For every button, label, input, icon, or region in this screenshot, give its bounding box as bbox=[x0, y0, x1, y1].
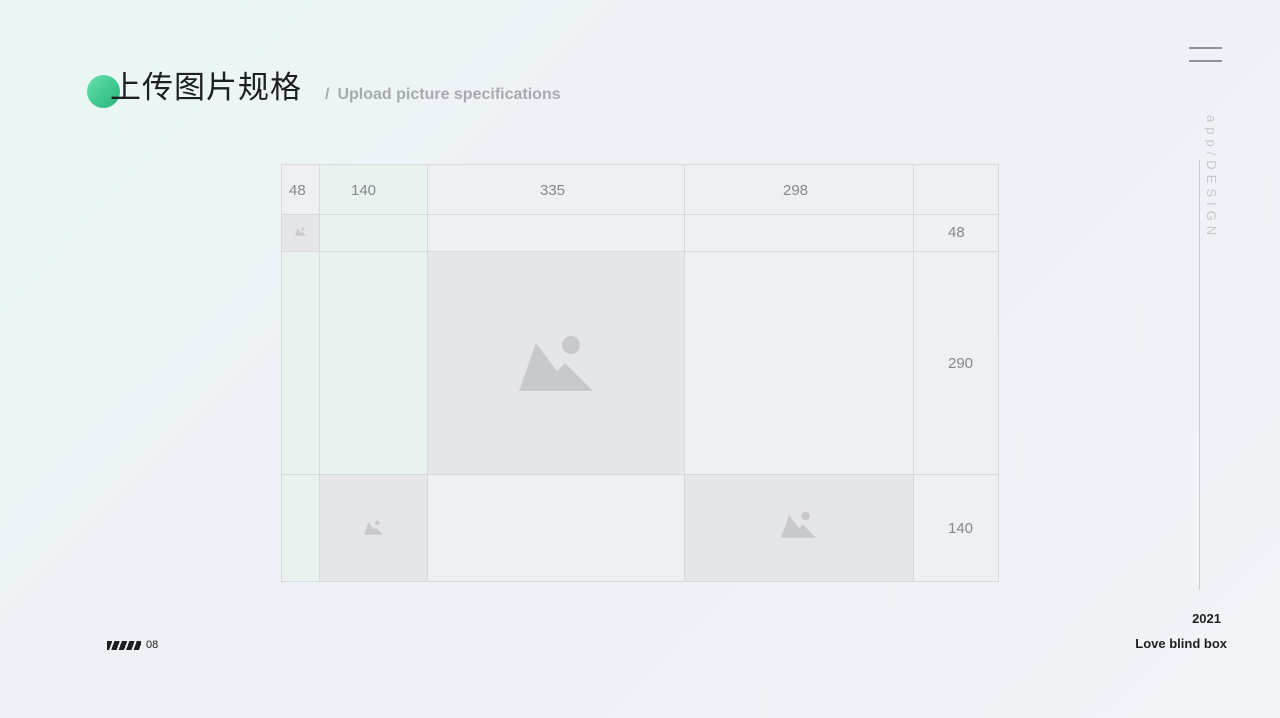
grid-cell bbox=[319, 214, 428, 252]
column-label: 48 bbox=[289, 182, 306, 199]
side-vertical-text: app/DESIGN bbox=[1204, 115, 1219, 241]
stripes-icon bbox=[107, 641, 141, 650]
image-icon bbox=[781, 511, 816, 538]
grid-cell bbox=[281, 164, 320, 215]
column-label: 298 bbox=[783, 182, 809, 199]
column-label: 335 bbox=[540, 182, 566, 199]
grid-cell bbox=[913, 251, 999, 475]
image-icon bbox=[519, 335, 593, 391]
accent-dot bbox=[87, 75, 120, 108]
grid-cell bbox=[913, 164, 999, 215]
page-number: 08 bbox=[146, 639, 159, 651]
grid-cell bbox=[684, 214, 914, 252]
grid-cell bbox=[281, 251, 320, 475]
grid-cell-image bbox=[427, 251, 685, 475]
grid-cell-image bbox=[684, 474, 914, 582]
grid-cell bbox=[319, 251, 428, 475]
grid-cell bbox=[913, 214, 999, 252]
row-label: 140 bbox=[948, 520, 974, 537]
grid-cell bbox=[913, 474, 999, 582]
footer-year: 2021 bbox=[1192, 611, 1221, 626]
grid-cell bbox=[684, 164, 914, 215]
menu-icon[interactable] bbox=[1189, 47, 1222, 63]
grid-cell bbox=[427, 474, 685, 582]
page-subtitle: / Upload picture specifications bbox=[325, 85, 561, 105]
grid-cell bbox=[427, 214, 685, 252]
subtitle-text: Upload picture specifications bbox=[337, 86, 561, 103]
grid-cell bbox=[684, 251, 914, 475]
image-icon bbox=[364, 520, 383, 535]
footer-brand: Love blind box bbox=[1135, 636, 1227, 651]
page-title: 上传图片规格 bbox=[110, 70, 302, 106]
row-label: 290 bbox=[948, 355, 974, 372]
column-label: 140 bbox=[351, 182, 377, 199]
grid-cell bbox=[427, 164, 685, 215]
grid-cell bbox=[281, 474, 320, 582]
row-label: 48 bbox=[948, 224, 965, 241]
grid-cell-image bbox=[319, 474, 428, 582]
subtitle-slash: / bbox=[325, 86, 330, 103]
spec-grid: 48 140 335 298 48 290 140 bbox=[281, 164, 999, 582]
image-icon bbox=[295, 227, 306, 238]
side-divider bbox=[1199, 160, 1200, 590]
